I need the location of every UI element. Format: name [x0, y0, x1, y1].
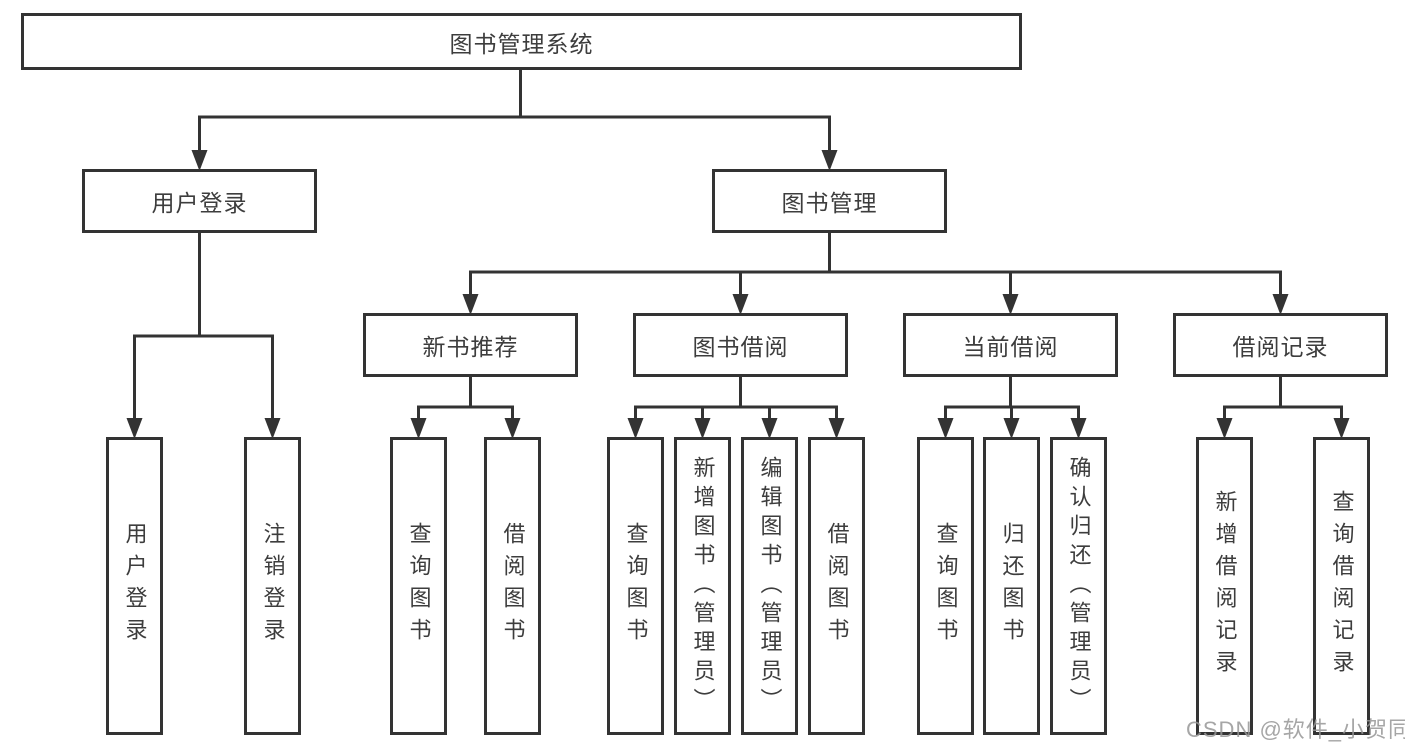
leaf-return-books-label: 归还图书	[999, 522, 1025, 650]
node-new-book-recommendation: 新书推荐	[363, 313, 578, 377]
leaf-query-borrow-record-label: 查询借阅记录	[1329, 490, 1355, 682]
leaf-edit-books-admin-label: 编辑图书（管理员）	[757, 455, 783, 717]
leaf-confirm-return-admin: 确认归还（管理员）	[1050, 437, 1107, 735]
node-current-borrowing: 当前借阅	[903, 313, 1118, 377]
leaf-borrow-books-recommend-label: 借阅图书	[500, 522, 526, 650]
csdn-watermark: CSDN @软件_小贺同学	[1186, 717, 1405, 742]
leaf-query-borrow-record: 查询借阅记录	[1313, 437, 1370, 735]
leaf-add-books-admin: 新增图书（管理员）	[674, 437, 731, 735]
leaf-query-books-borrowing-label: 查询图书	[623, 522, 649, 650]
leaf-query-books-recommend-label: 查询图书	[406, 522, 432, 650]
leaf-return-books: 归还图书	[983, 437, 1040, 735]
leaf-user-login: 用户登录	[106, 437, 163, 735]
leaf-borrow-books-recommend: 借阅图书	[484, 437, 541, 735]
leaf-logout-label: 注销登录	[260, 522, 286, 650]
leaf-add-borrow-record: 新增借阅记录	[1196, 437, 1253, 735]
leaf-user-login-label: 用户登录	[122, 522, 148, 650]
leaf-query-books-recommend: 查询图书	[390, 437, 447, 735]
node-borrowing-records: 借阅记录	[1173, 313, 1388, 377]
node-library-management-system: 图书管理系统	[21, 13, 1022, 70]
node-book-borrowing: 图书借阅	[633, 313, 848, 377]
leaf-query-books-current: 查询图书	[917, 437, 974, 735]
leaf-edit-books-admin: 编辑图书（管理员）	[741, 437, 798, 735]
leaf-add-books-admin-label: 新增图书（管理员）	[690, 455, 716, 717]
leaf-borrow-books-borrowing: 借阅图书	[808, 437, 865, 735]
leaf-borrow-books-borrowing-label: 借阅图书	[824, 522, 850, 650]
leaf-add-borrow-record-label: 新增借阅记录	[1212, 490, 1238, 682]
leaf-logout: 注销登录	[244, 437, 301, 735]
leaf-query-books-current-label: 查询图书	[933, 522, 959, 650]
node-user-login: 用户登录	[82, 169, 317, 233]
leaf-confirm-return-admin-label: 确认归还（管理员）	[1066, 455, 1092, 717]
leaf-query-books-borrowing: 查询图书	[607, 437, 664, 735]
node-book-management: 图书管理	[712, 169, 947, 233]
